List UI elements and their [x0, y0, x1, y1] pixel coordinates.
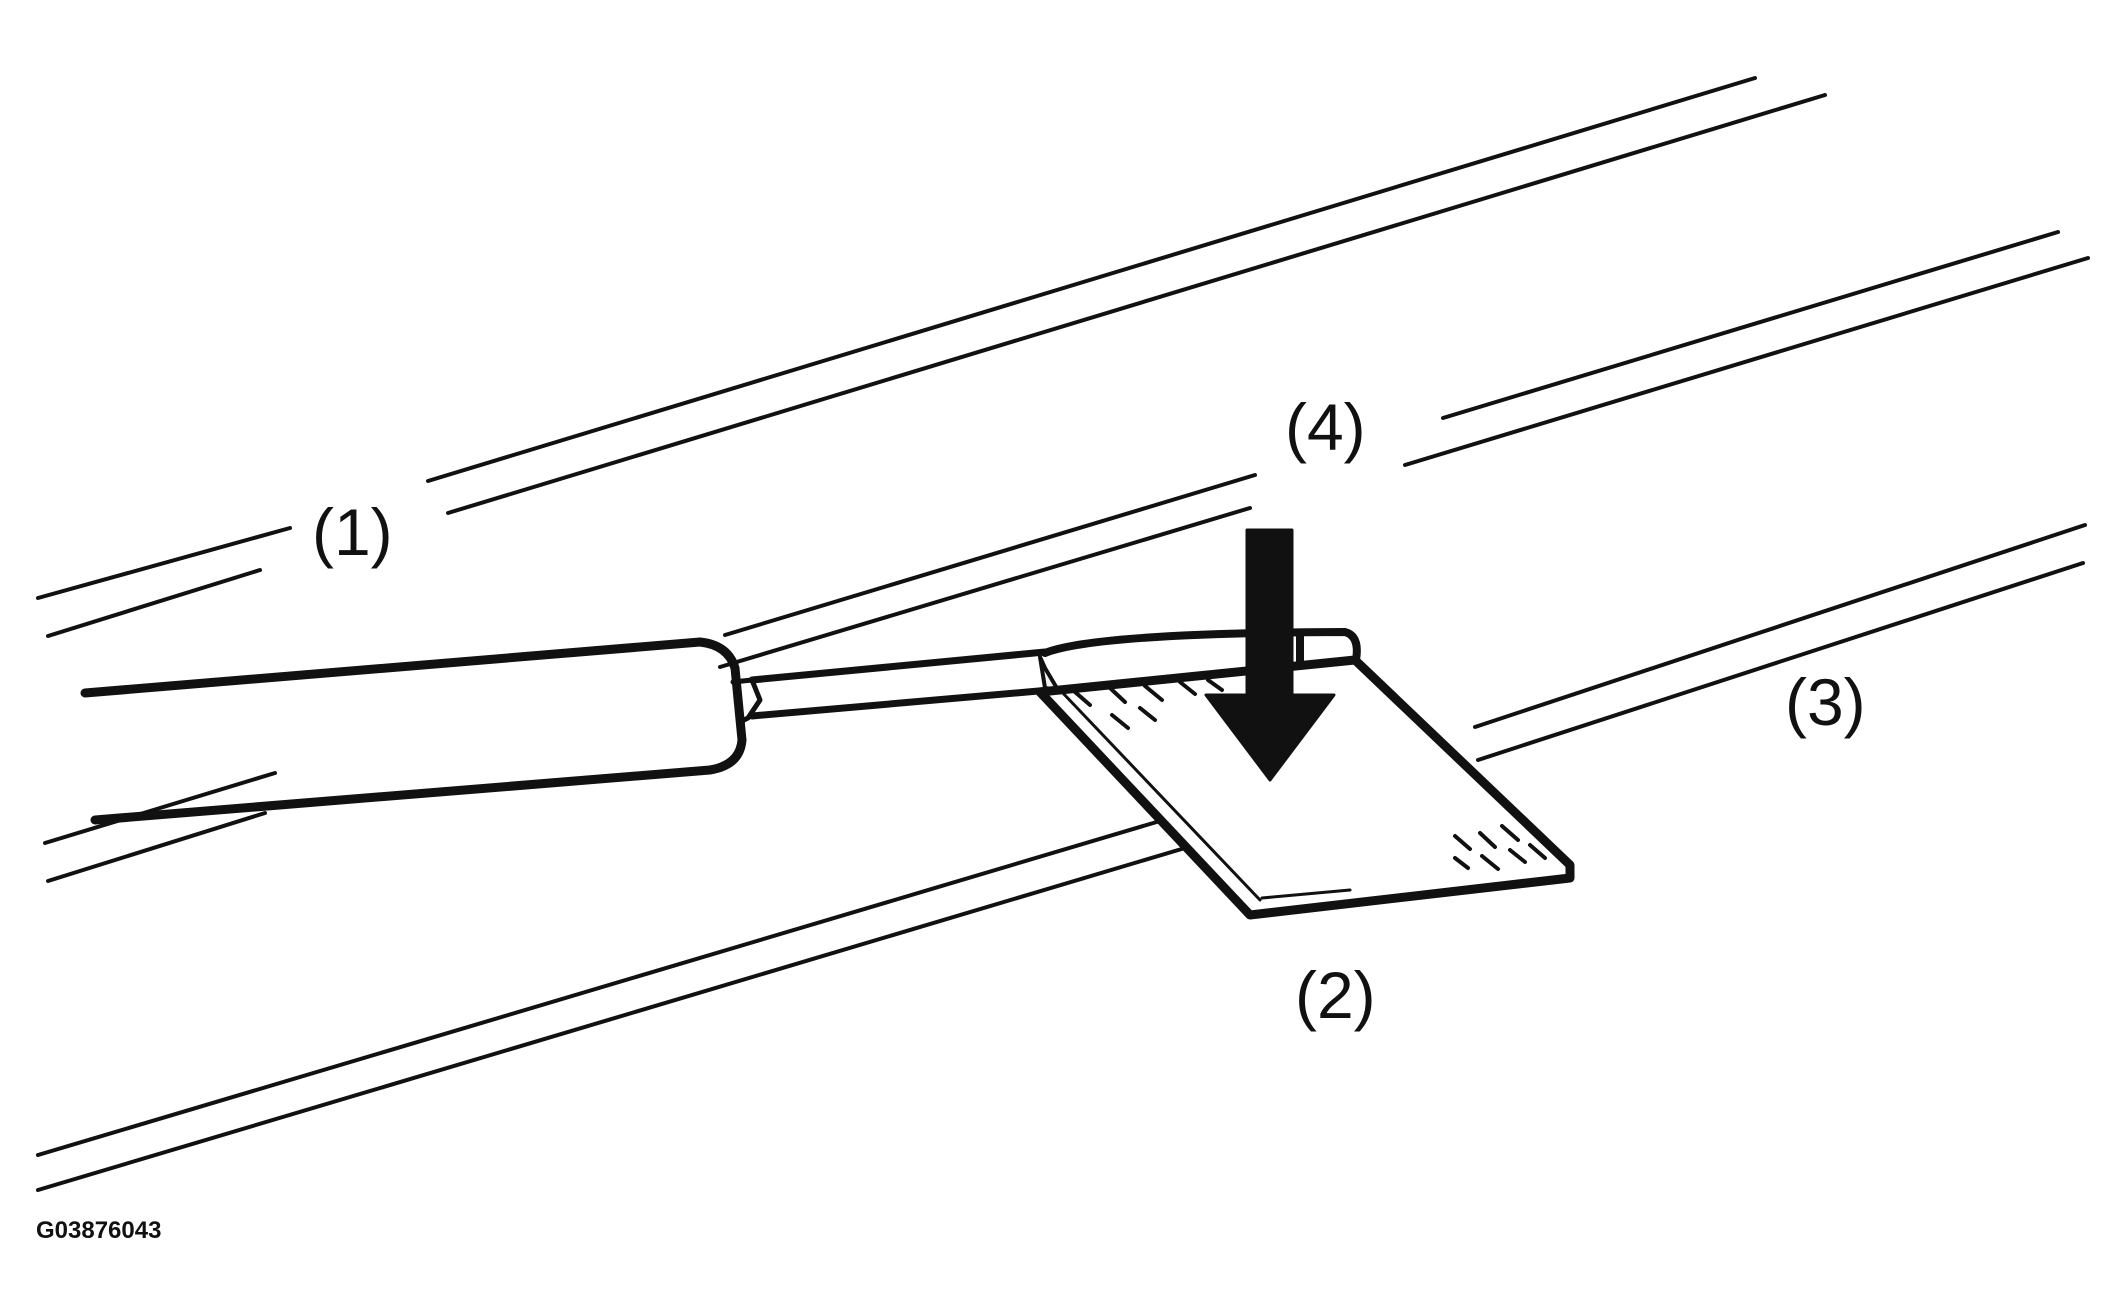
figure-id: G03876043 — [36, 1217, 161, 1244]
upper-rail — [36, 76, 1827, 638]
down-arrow-icon — [1204, 528, 1336, 782]
blade-clip — [1035, 628, 1575, 920]
callout-2: (2) — [1295, 958, 1376, 1032]
tool-shaft — [748, 648, 1054, 720]
tool-handle — [80, 637, 763, 825]
middle-rail — [43, 230, 2090, 883]
lower-rail — [36, 523, 2087, 1192]
blade-hatching — [1073, 678, 1547, 871]
callout-4: (4) — [1285, 390, 1366, 464]
callout-1: (1) — [312, 495, 393, 569]
callout-3: (3) — [1785, 665, 1866, 739]
